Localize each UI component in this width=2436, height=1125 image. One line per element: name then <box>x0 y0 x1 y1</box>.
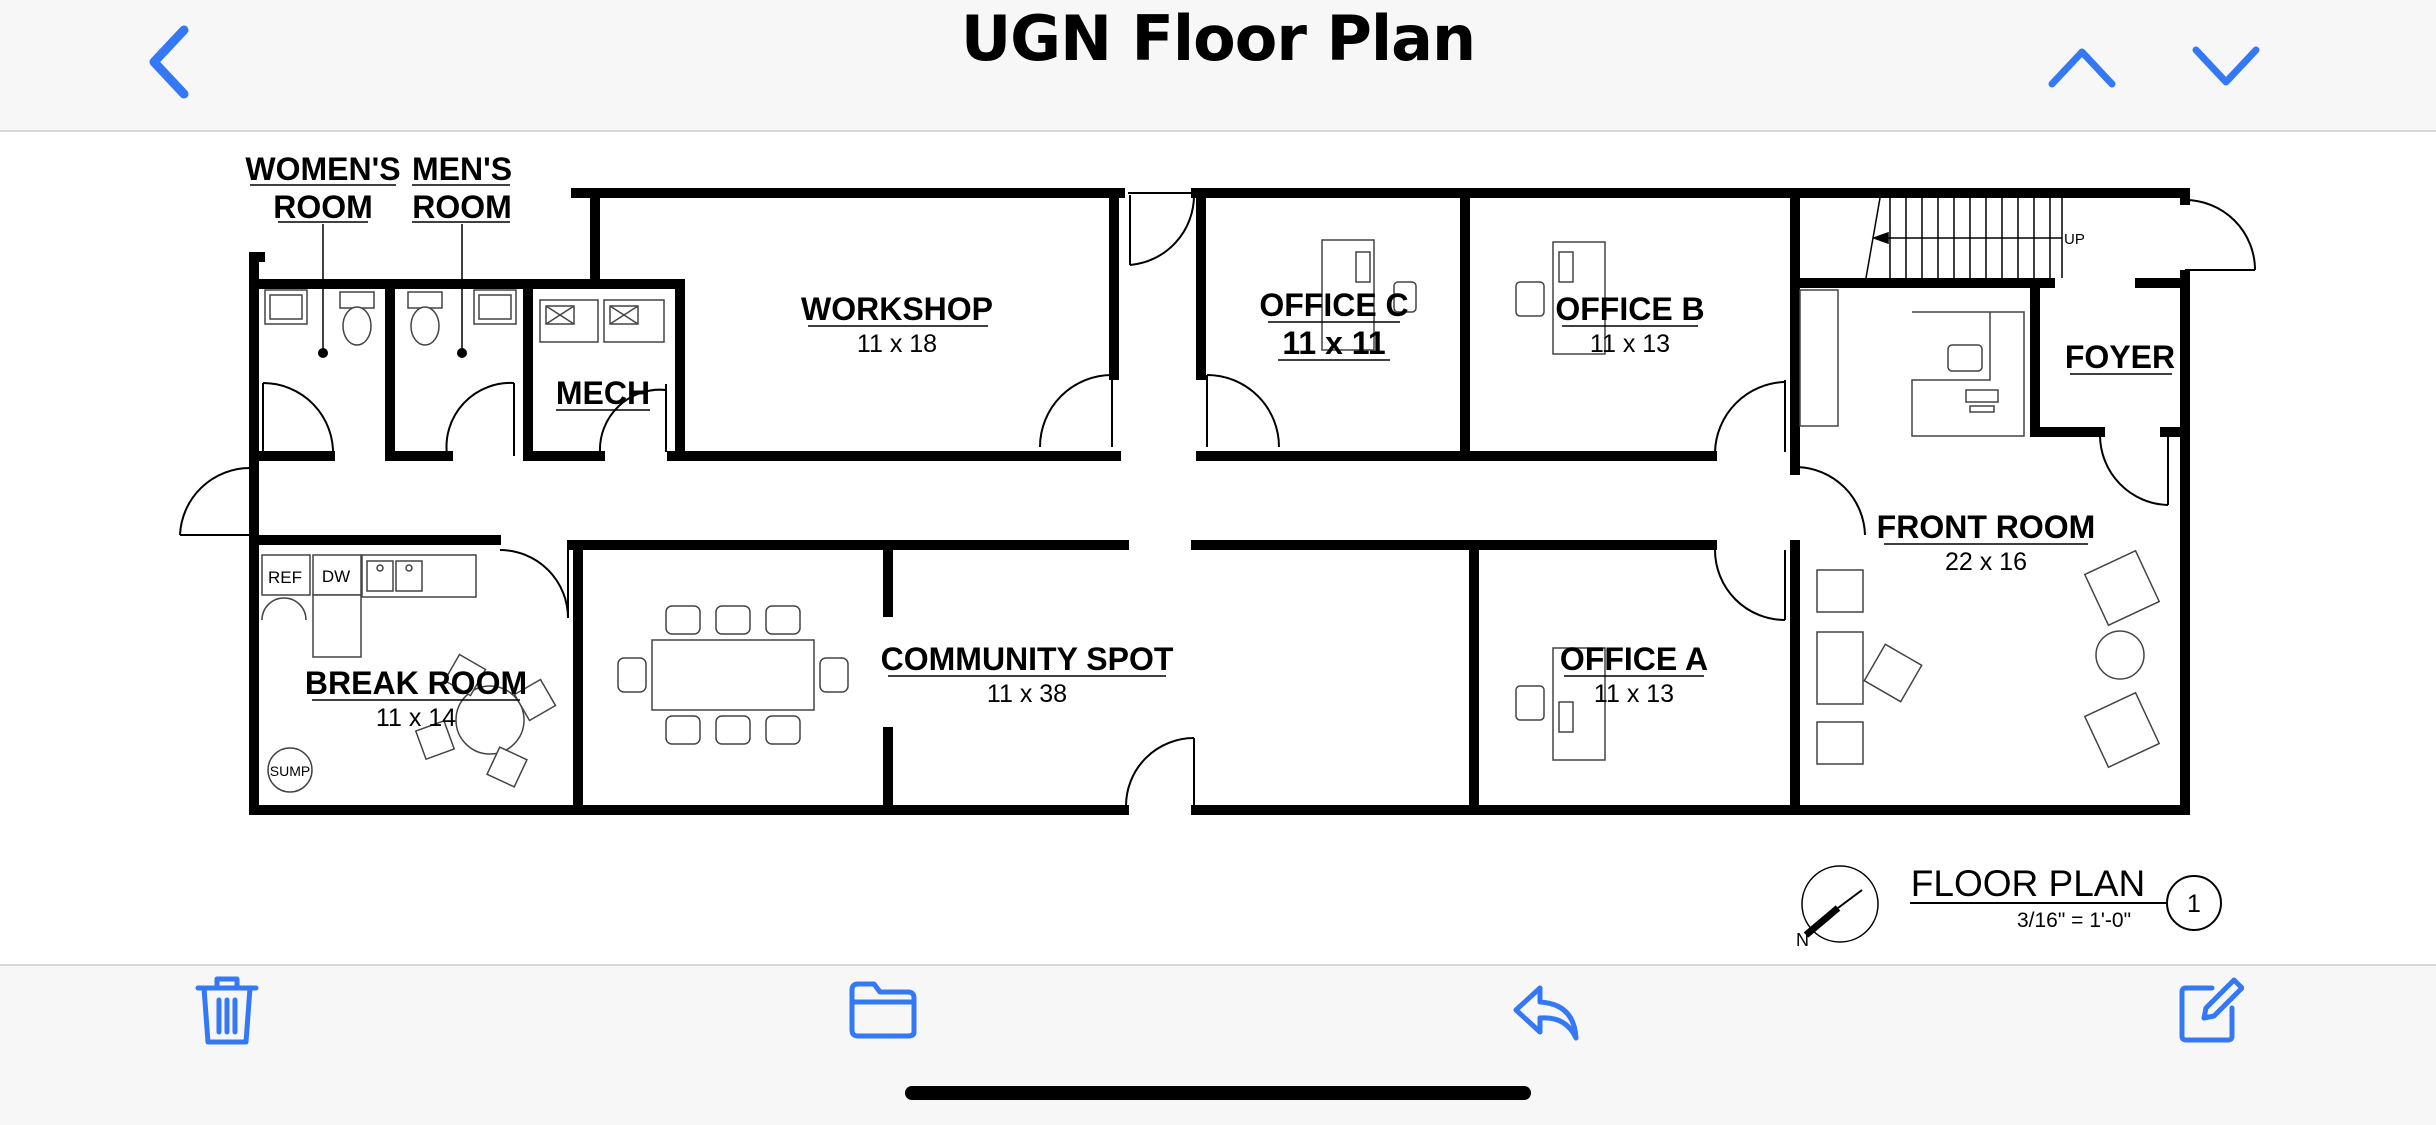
back-button[interactable] <box>140 22 202 102</box>
next-button[interactable] <box>2190 40 2262 92</box>
trash-icon <box>195 976 259 1045</box>
move-to-folder-button[interactable] <box>846 980 920 1040</box>
front-room-label: FRONT ROOM <box>1877 509 2096 545</box>
foyer-label: FOYER <box>2065 339 2175 375</box>
chevron-up-icon <box>2048 48 2116 88</box>
delete-button[interactable] <box>192 972 262 1048</box>
mens-room-marker <box>457 348 467 358</box>
sump-label: SUMP <box>270 763 310 779</box>
workshop-label: WORKSHOP <box>801 291 993 327</box>
sheet-number: 1 <box>2187 890 2201 918</box>
chevron-left-icon <box>149 25 189 99</box>
stairs <box>1865 197 2063 279</box>
break-room-size: 11 x 14 <box>376 704 456 732</box>
bottom-toolbar <box>0 964 2436 1125</box>
womens-room-label-2: ROOM <box>273 189 373 225</box>
floor-plan-drawing[interactable]: UP <box>0 132 2436 966</box>
reply-button[interactable] <box>1510 982 1582 1042</box>
navigation-bar: UGN Floor Plan <box>0 0 2436 132</box>
break-room-label: BREAK ROOM <box>305 665 527 701</box>
mens-room-label-2: ROOM <box>412 189 512 225</box>
label-leaders <box>322 224 463 353</box>
label-underlines <box>250 184 2172 701</box>
reply-icon <box>1513 985 1579 1041</box>
community-spot-label: COMMUNITY SPOT <box>881 641 1174 677</box>
office-a-label: OFFICE A <box>1560 641 1708 677</box>
home-indicator <box>905 1086 1531 1100</box>
office-b-size: 11 x 13 <box>1590 330 1670 358</box>
floor-plan-title: FLOOR PLAN <box>1911 863 2145 904</box>
workshop-size: 11 x 18 <box>857 330 937 358</box>
mens-room-label-1: MEN'S <box>412 151 512 187</box>
refrigerator-label: REF <box>268 568 302 587</box>
front-room-size: 22 x 16 <box>1945 548 2027 576</box>
community-spot-size: 11 x 38 <box>987 680 1067 708</box>
womens-room-label-1: WOMEN'S <box>245 151 400 187</box>
stairs-up-label: UP <box>2064 231 2085 248</box>
womens-room-marker <box>318 348 328 358</box>
dishwasher-label: DW <box>322 567 350 586</box>
compose-icon <box>2179 977 2245 1043</box>
office-c-size: 11 x 11 <box>1282 325 1385 361</box>
page-title: UGN Floor Plan <box>960 2 1476 75</box>
mech-label: MECH <box>556 375 650 411</box>
office-a-size: 11 x 13 <box>1594 680 1674 708</box>
north-label: N <box>1796 930 1809 950</box>
previous-button[interactable] <box>2046 40 2118 92</box>
doors <box>179 192 2256 807</box>
compose-button[interactable] <box>2176 976 2245 1044</box>
office-c-label: OFFICE C <box>1259 287 1408 323</box>
room-labels: WOMEN'S ROOM MEN'S ROOM MECH WORKSHOP 11… <box>245 151 2175 779</box>
folder-icon <box>849 981 917 1039</box>
furniture <box>261 239 2161 793</box>
chevron-down-icon <box>2192 46 2260 86</box>
north-arrow <box>1801 865 1879 943</box>
title-block <box>1910 875 2222 931</box>
walls <box>249 188 2190 815</box>
office-b-label: OFFICE B <box>1555 291 1704 327</box>
scale-label: 3/16" = 1'-0" <box>2017 909 2131 932</box>
